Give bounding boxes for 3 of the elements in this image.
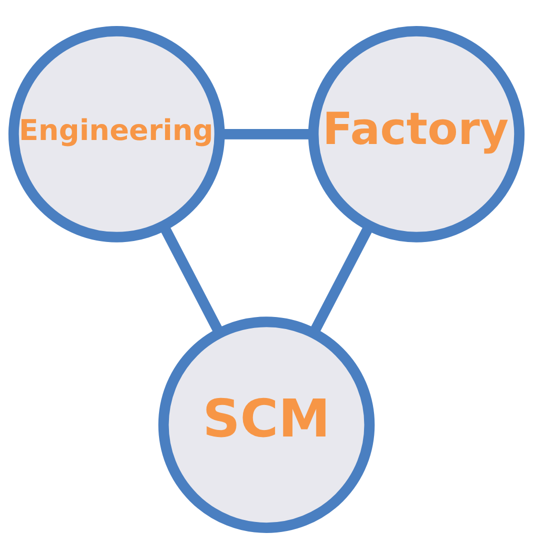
node-circle: SCM [158,316,375,532]
node-circle: Engineering [8,26,225,242]
node-circle: Factory [308,26,525,242]
